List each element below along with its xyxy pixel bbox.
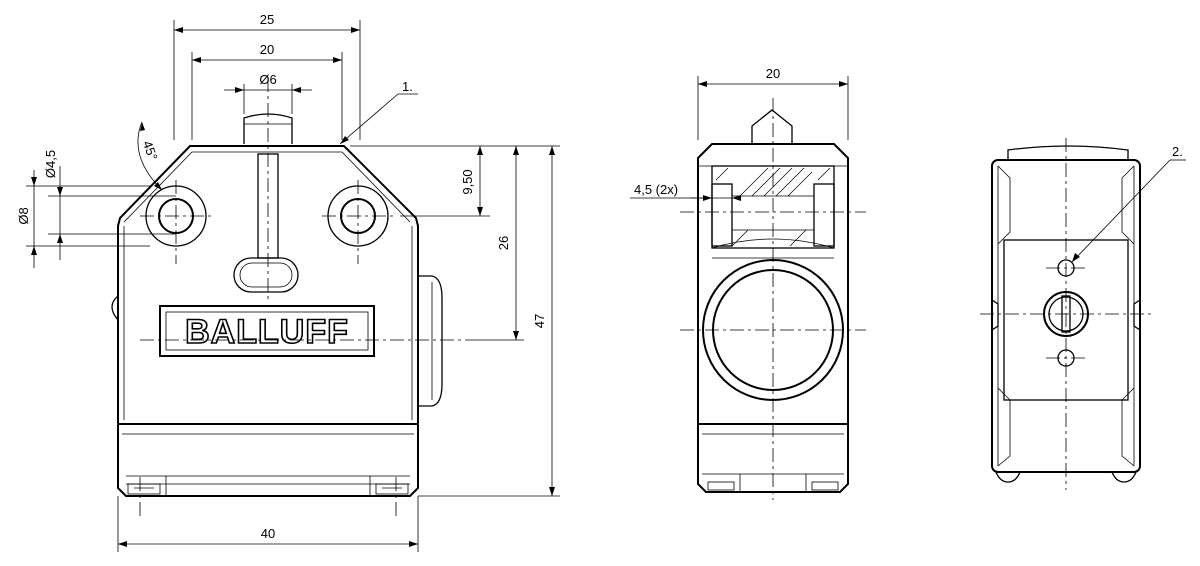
side-dimensions: 20 4,5 (2x): [630, 66, 849, 201]
dim-width-25: 25: [260, 12, 274, 27]
dim-height-26: 26: [496, 236, 511, 250]
dim-width-20: 20: [260, 42, 274, 57]
front-view: BALLUFF: [111, 78, 470, 516]
logo-frame: [159, 305, 375, 357]
side-view: [680, 98, 866, 500]
side-dim-width-20: 20: [766, 66, 780, 81]
callout-2: 2.: [1172, 144, 1183, 159]
dim-hole-offset: 9,50: [460, 169, 475, 194]
front-base: [117, 423, 419, 497]
side-dim-hole: 4,5 (2x): [634, 182, 678, 197]
dim-hole-large: Ø8: [16, 207, 31, 224]
oval-window: [233, 257, 299, 293]
dim-angle-45: 45°: [140, 139, 161, 163]
left-bump: [111, 295, 119, 321]
front-dimensions: 25 20 Ø6 1. 45° Ø4,5 Ø8: [16, 12, 560, 552]
section-hatch: [715, 167, 831, 247]
dim-hole-small: Ø4,5: [43, 150, 58, 178]
dim-width-40: 40: [261, 526, 275, 541]
brand-logo: BALLUFF: [185, 313, 349, 351]
top-view: 2.: [980, 138, 1186, 490]
dim-height-47: 47: [532, 314, 547, 328]
side-actuator: [418, 275, 443, 407]
callout-1: 1.: [402, 79, 413, 94]
dim-plunger-dia: Ø6: [259, 72, 276, 87]
